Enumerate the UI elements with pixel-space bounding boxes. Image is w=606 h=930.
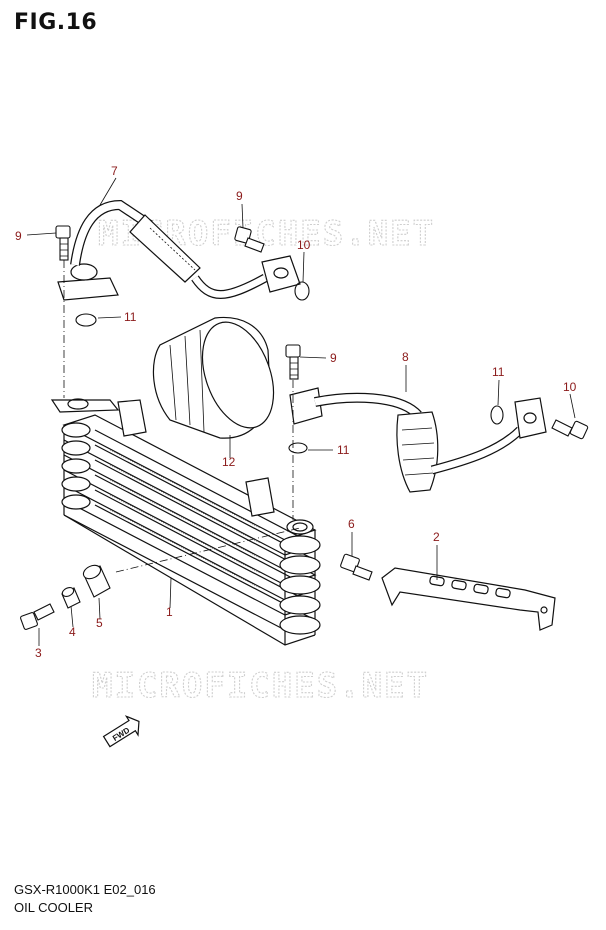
cooler-end-tank-right — [279, 519, 321, 635]
bracket-part — [381, 567, 556, 631]
watermark-bottom: MICROFICHES.NET — [92, 666, 429, 706]
bolt-6 — [340, 553, 373, 581]
callout-2[interactable]: 2 — [433, 530, 440, 544]
cooler-mount-tab-lower — [245, 477, 275, 517]
callout-7[interactable]: 7 — [111, 164, 118, 178]
oil-hose-right-part — [289, 387, 547, 493]
o-ring-center — [288, 442, 308, 454]
callout-11-right[interactable]: 11 — [492, 365, 505, 379]
bolt-upper — [234, 226, 265, 253]
callout-11-upper[interactable]: 10 — [297, 238, 311, 252]
model-code: GSX-R1000K1 E02_016 — [14, 882, 156, 897]
o-ring-upper — [294, 281, 310, 301]
callout-5[interactable]: 5 — [96, 616, 103, 630]
callout-3[interactable]: 3 — [35, 646, 42, 660]
bolt-center — [285, 344, 301, 380]
cooler-end-tank-left — [50, 398, 120, 510]
o-ring-right — [490, 405, 504, 425]
callout-4[interactable]: 4 — [69, 625, 76, 639]
callout-11-left[interactable]: 11 — [124, 310, 137, 324]
hose-flange-left — [57, 277, 119, 301]
oil-hose-left-part — [57, 199, 301, 301]
o-ring-left — [75, 313, 97, 327]
callout-10-upper[interactable]: 9 — [236, 189, 243, 203]
assembly-lines — [63, 260, 301, 573]
callout-1[interactable]: 1 — [166, 605, 173, 619]
callout-11-center[interactable]: 11 — [337, 443, 350, 457]
oil-cooler-part — [50, 398, 321, 646]
bolt-3 — [20, 603, 55, 630]
cushion-5 — [82, 564, 111, 598]
callout-10-right[interactable]: 10 — [563, 380, 577, 394]
oil-filter-part — [152, 316, 275, 439]
cooler-fins — [62, 414, 317, 646]
figure-subtitle: OIL COOLER — [14, 900, 93, 915]
callout-9-upper-left[interactable]: 9 — [15, 229, 22, 243]
leader-lines — [26, 177, 576, 646]
spacer-4 — [61, 587, 81, 609]
bolt-right — [551, 419, 589, 440]
callout-8[interactable]: 8 — [402, 350, 409, 364]
hose-flange-right — [514, 397, 547, 439]
callout-12[interactable]: 12 — [222, 455, 236, 469]
cooler-mount-tab-upper — [117, 399, 147, 437]
hose-flange-upper — [261, 255, 301, 293]
callout-9-center[interactable]: 9 — [330, 351, 337, 365]
callout-6[interactable]: 6 — [348, 517, 355, 531]
fwd-arrow-icon: FWD — [102, 715, 140, 748]
figure-title: FIG.16 — [14, 10, 98, 35]
bolt-upper-left — [55, 225, 71, 261]
